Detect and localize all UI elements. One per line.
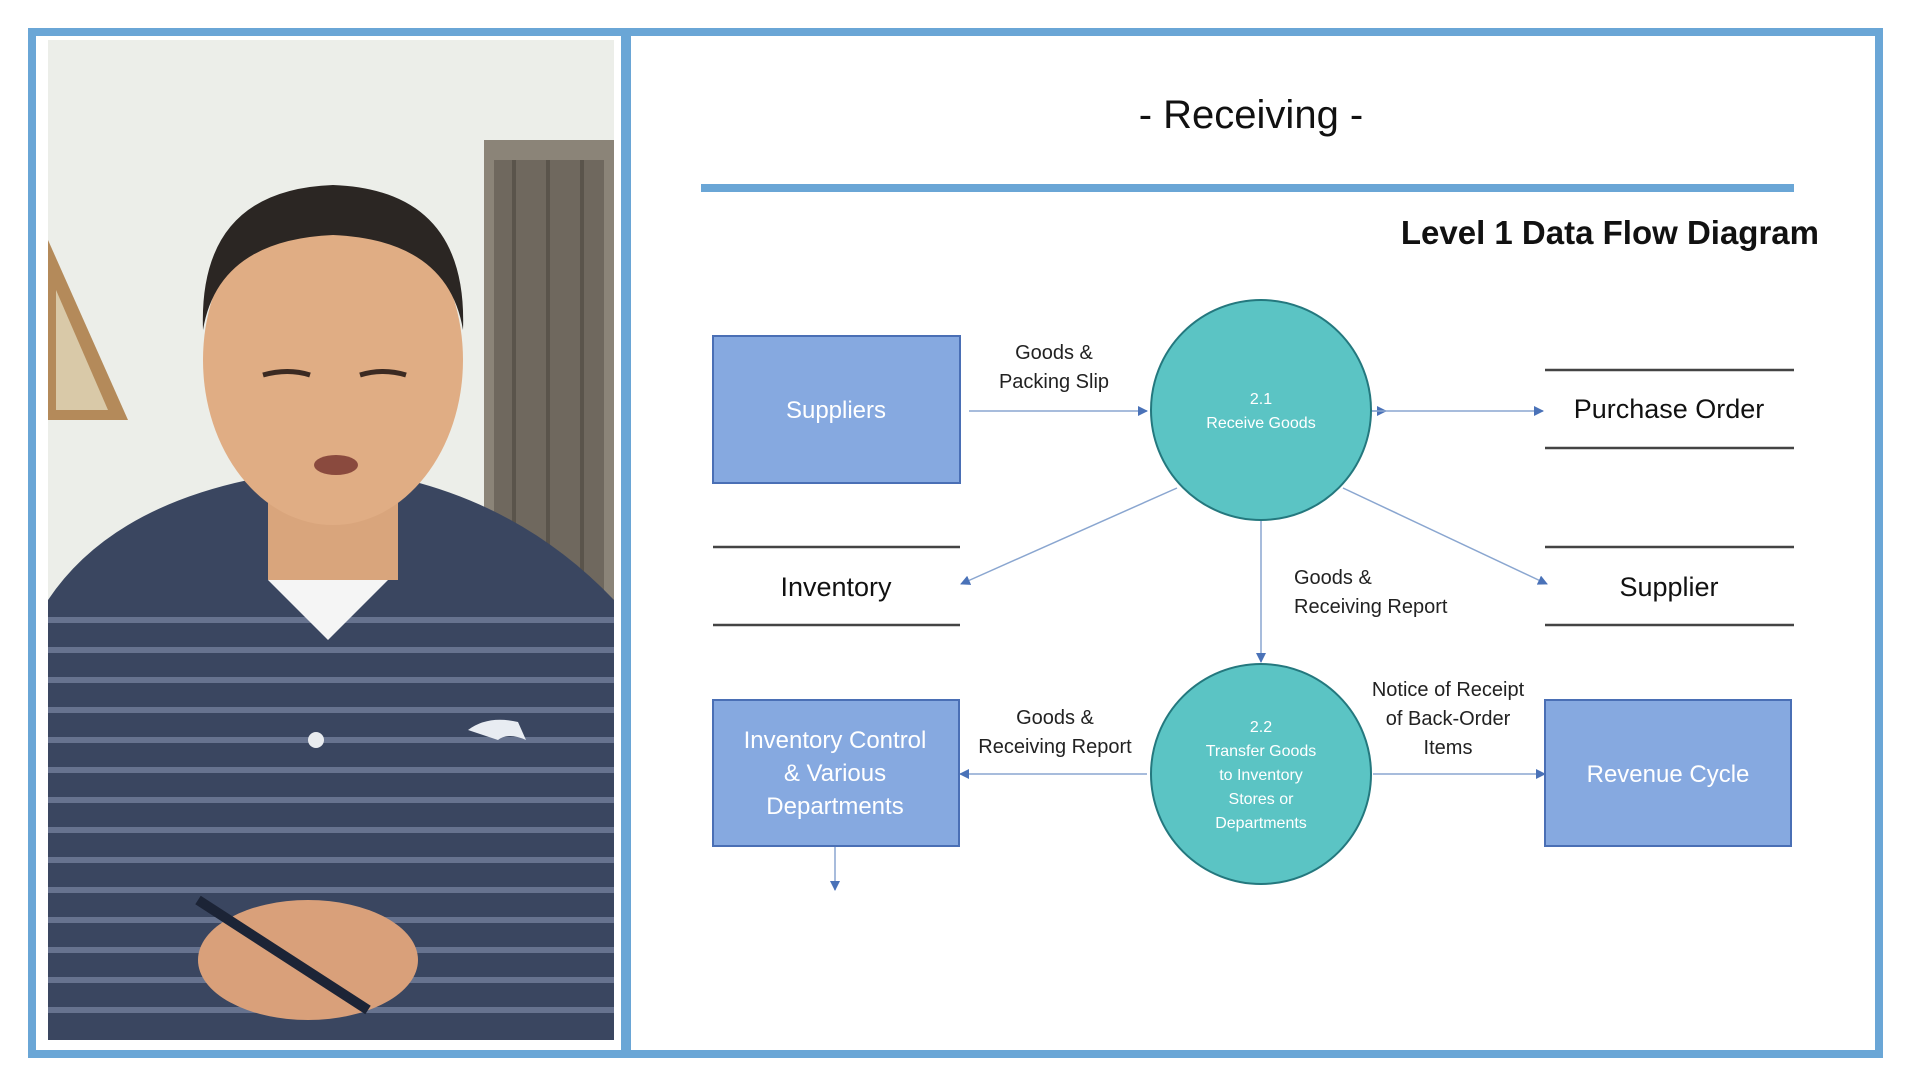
flow-label-notice-line3: Items bbox=[1424, 737, 1473, 759]
flow-label-notice-line2: of Back-Order bbox=[1386, 708, 1511, 730]
presenter-image bbox=[48, 40, 614, 1040]
process-2-2-line4: Departments bbox=[1215, 815, 1307, 832]
process-2-1-name: Receive Goods bbox=[1206, 415, 1315, 432]
process-2-1 bbox=[1150, 299, 1372, 521]
flow-line-receive-to-inventory bbox=[960, 487, 1178, 585]
flow-label-goods-receiving-down-line2: Receiving Report bbox=[1294, 596, 1448, 618]
entity-inventory-control bbox=[712, 699, 960, 847]
panel-divider bbox=[621, 36, 631, 1050]
flow-label-goods-packing-slip-line1: Goods & bbox=[1015, 342, 1093, 364]
flow-label-notice-line1: Notice of Receipt bbox=[1372, 679, 1525, 701]
flow-label-goods-receiving-down-line1: Goods & bbox=[1294, 567, 1372, 589]
datastore-supplier-label: Supplier bbox=[1619, 572, 1718, 602]
shirt-button bbox=[308, 732, 324, 748]
process-2-2-line2: to Inventory bbox=[1219, 767, 1303, 784]
datastore-purchase-order bbox=[1545, 368, 1794, 450]
slide-title: - Receiving - bbox=[1139, 93, 1364, 137]
puma-logo-icon bbox=[468, 719, 526, 740]
entity-revenue-cycle-label: Revenue Cycle bbox=[1587, 761, 1750, 788]
flow-label-goods-packing-slip-line2: Packing Slip bbox=[999, 371, 1109, 393]
title-underline bbox=[701, 184, 1794, 192]
datastore-purchase-order-label: Purchase Order bbox=[1574, 394, 1765, 424]
datastore-inventory-label: Inventory bbox=[780, 572, 892, 602]
entity-suppliers-label: Suppliers bbox=[786, 397, 886, 424]
entity-inventory-control-line3: Departments bbox=[766, 793, 903, 820]
process-2-2-number: 2.2 bbox=[1250, 719, 1272, 736]
entity-inventory-control-line1: Inventory Control bbox=[744, 727, 927, 754]
process-2-1-number: 2.1 bbox=[1250, 391, 1272, 408]
pen bbox=[195, 895, 371, 1015]
entity-suppliers bbox=[712, 335, 961, 484]
entity-revenue-cycle bbox=[1544, 699, 1792, 847]
presenter-face bbox=[203, 195, 463, 525]
flow-label-goods-receiving-left-line2: Receiving Report bbox=[978, 736, 1132, 758]
data-flow-diagram: - Receiving - Level 1 Data Flow Diagram … bbox=[701, 93, 1819, 891]
presenter-video bbox=[48, 40, 614, 1040]
datastore-inventory bbox=[713, 545, 960, 627]
flow-label-goods-receiving-left-line1: Goods & bbox=[1016, 707, 1094, 729]
datastore-supplier bbox=[1545, 545, 1794, 627]
process-2-2-line1: Transfer Goods bbox=[1206, 743, 1317, 760]
process-2-2-line3: Stores or bbox=[1229, 791, 1295, 808]
entity-inventory-control-line2: & Various bbox=[784, 760, 886, 787]
process-2-2 bbox=[1150, 663, 1372, 885]
slide-panel: - Receiving - Level 1 Data Flow Diagram … bbox=[631, 36, 1875, 1050]
flow-line-receive-to-supplier bbox=[1342, 487, 1548, 585]
diagram-subtitle: Level 1 Data Flow Diagram bbox=[1401, 214, 1819, 251]
